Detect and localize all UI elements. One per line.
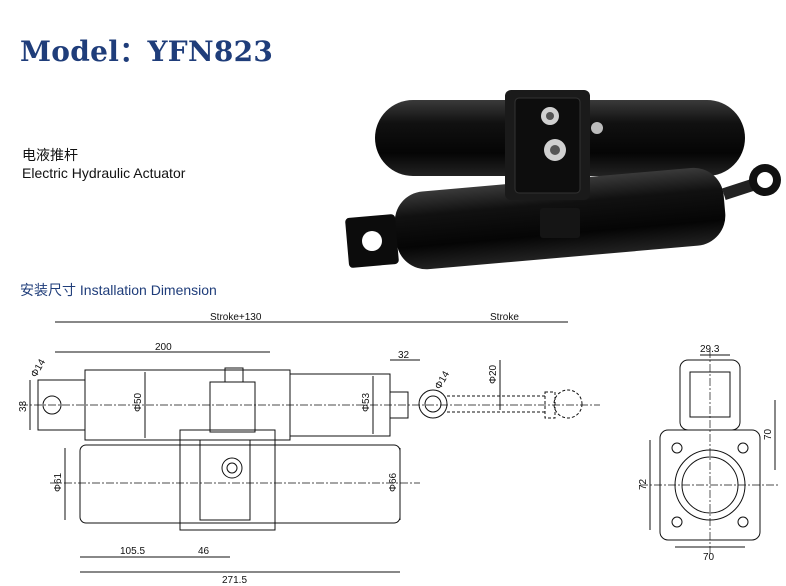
- installation-drawing: Stroke+130 Stroke 200 32 Φ14 Φ14 Φ20 33 …: [18, 312, 780, 586]
- dim-dia50: Φ50: [133, 392, 144, 412]
- dim-dia61: Φ61: [53, 472, 64, 492]
- dim-70-bottom: 70: [703, 552, 715, 563]
- product-photo: [345, 90, 781, 270]
- dim-stroke: Stroke: [490, 312, 519, 323]
- product-name-en: Electric Hydraulic Actuator: [22, 165, 186, 181]
- dim-200: 200: [155, 342, 172, 353]
- dim-32: 32: [398, 350, 410, 361]
- section-heading: 安装尺寸 Installation Dimension: [20, 282, 217, 298]
- product-name-cn: 电液推杆: [22, 147, 78, 163]
- dim-72: 72: [638, 478, 649, 490]
- dim-29-3: 29.3: [700, 344, 720, 355]
- dim-271-5: 271.5: [222, 575, 247, 586]
- dim-dia53: Φ53: [361, 392, 372, 412]
- dim-dia20: Φ20: [488, 364, 499, 384]
- dim-dia14-left: Φ14: [29, 357, 48, 379]
- dim-stroke-plus: Stroke+130: [210, 312, 262, 323]
- dim-dia14-right: Φ14: [433, 369, 452, 391]
- dim-46: 46: [198, 546, 210, 557]
- product-name: 电液推杆 Electric Hydraulic Actuator: [22, 146, 185, 182]
- page-title: Model：YFN823: [20, 35, 274, 68]
- dim-105-5: 105.5: [120, 546, 145, 557]
- dim-70-right: 70: [763, 428, 774, 440]
- dim-dia66: Φ66: [388, 472, 399, 492]
- dim-33: 33: [18, 400, 29, 412]
